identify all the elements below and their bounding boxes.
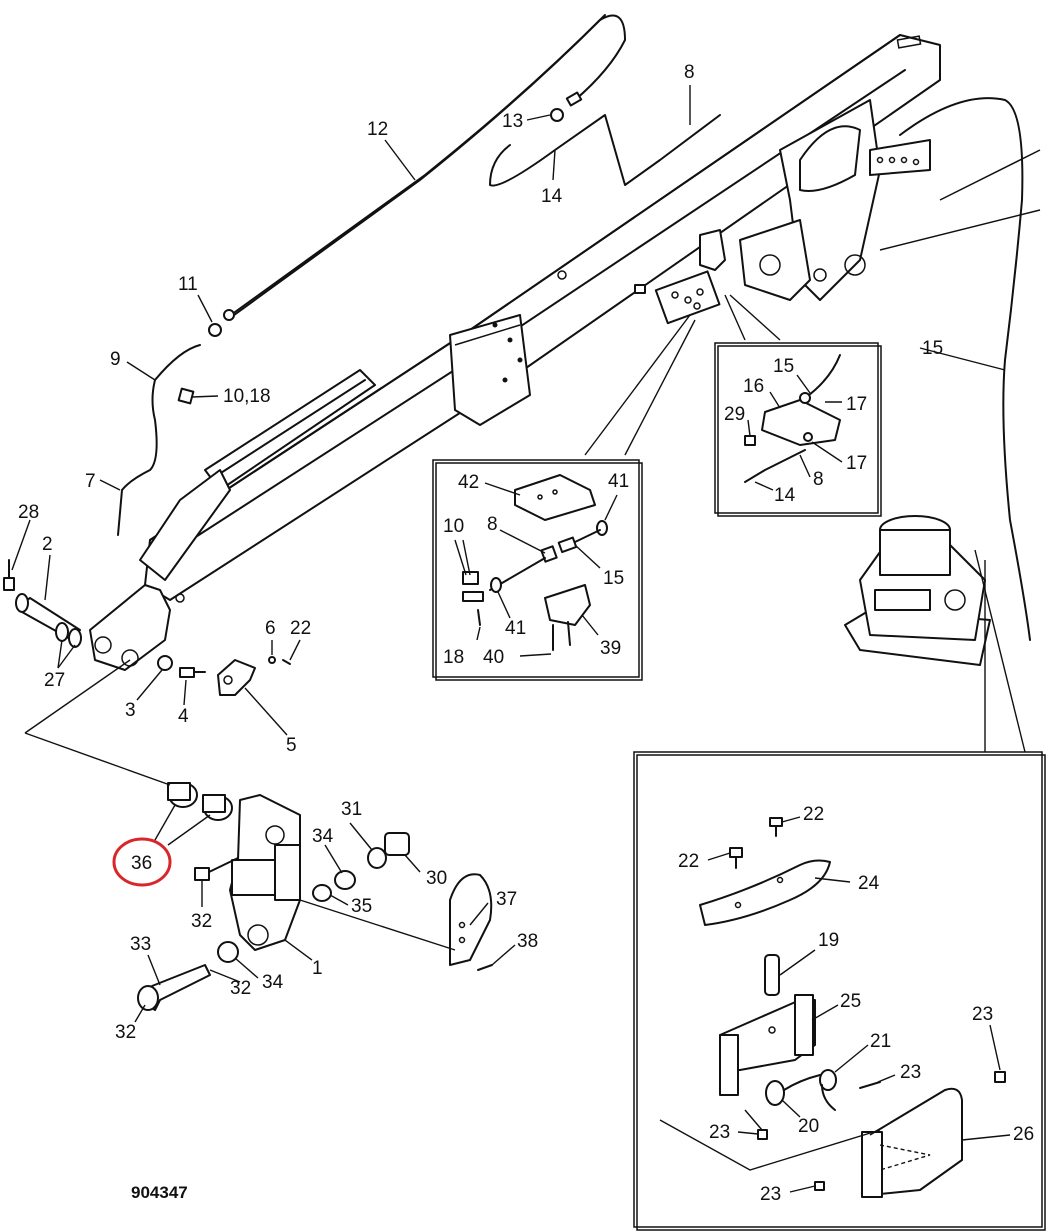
callout-41a: 41 (608, 471, 629, 492)
cable-15 (899, 97, 1031, 641)
line-14 (489, 114, 721, 187)
callout-35: 35 (351, 896, 372, 917)
screw-22 (282, 659, 291, 665)
nut-11 (208, 309, 235, 337)
bracket-5 (217, 659, 256, 696)
washer-3 (157, 655, 173, 671)
callout-6: 6 (265, 618, 276, 639)
callout-8-connector: 8 (487, 514, 498, 535)
callout-17b: 17 (846, 453, 867, 474)
callout-32c: 32 (115, 1022, 136, 1043)
callout-41b: 41 (505, 618, 526, 639)
callout-20: 20 (798, 1116, 819, 1137)
callout-25: 25 (840, 991, 861, 1012)
highlight-circle (112, 837, 172, 887)
callout-8: 8 (684, 62, 695, 83)
callout-17a: 17 (846, 394, 867, 415)
callout-38: 38 (517, 931, 538, 952)
bolt-4 (179, 667, 206, 678)
leader-lines (11, 85, 1011, 1193)
callout-34b: 34 (262, 972, 284, 993)
callout-30: 30 (426, 868, 447, 889)
callout-37: 37 (496, 889, 517, 910)
callout-15-sensor: 15 (773, 356, 794, 377)
callout-labels: 12 13 14 8 11 9 10,18 7 28 2 27 3 4 5 6 … (18, 62, 1034, 1205)
turret-base (844, 515, 1026, 753)
callout-1: 1 (312, 958, 323, 979)
callout-31: 31 (341, 799, 362, 820)
boom-assembly (89, 34, 941, 671)
callout-36: 36 (131, 853, 152, 874)
callout-3: 3 (125, 700, 136, 721)
callout-22-boom: 22 (290, 618, 311, 639)
callout-28: 28 (18, 502, 39, 523)
callout-32b: 32 (230, 978, 251, 999)
callout-14: 14 (541, 186, 563, 207)
callout-23c: 23 (709, 1122, 730, 1143)
boom-end-assembly (24, 659, 493, 1011)
callout-22a: 22 (803, 804, 824, 825)
callout-34a: 34 (312, 826, 334, 847)
wire-9 (117, 344, 201, 536)
washer-27b (68, 628, 82, 648)
callout-10: 10 (443, 516, 464, 537)
nut-6 (268, 656, 276, 664)
callout-26: 26 (1013, 1124, 1034, 1145)
callout-27: 27 (44, 670, 65, 691)
inset-connector-bracket (432, 314, 696, 681)
nut-10-18 (177, 387, 195, 405)
callout-23b: 23 (900, 1062, 921, 1083)
callout-4: 4 (178, 706, 189, 727)
callout-5: 5 (286, 735, 297, 756)
bolt-28 (3, 559, 15, 591)
callout-40: 40 (483, 647, 504, 668)
callout-13: 13 (502, 111, 523, 132)
callout-9: 9 (110, 349, 121, 370)
diagram-number: 904347 (131, 1183, 188, 1202)
callout-18: 18 (443, 647, 464, 668)
nut-13 (550, 91, 583, 122)
callout-39: 39 (600, 638, 621, 659)
callout-14-sensor: 14 (774, 485, 796, 506)
callout-2: 2 (42, 534, 53, 555)
callout-12: 12 (367, 119, 388, 140)
washer-27a (55, 622, 69, 642)
callout-7: 7 (85, 471, 96, 492)
callout-21: 21 (870, 1031, 891, 1052)
callout-23d: 23 (760, 1184, 781, 1205)
callout-8-sensor: 8 (813, 469, 824, 490)
callout-10-18: 10,18 (223, 386, 271, 407)
callout-22b: 22 (678, 851, 699, 872)
callout-24: 24 (858, 873, 880, 894)
callout-33: 33 (130, 934, 151, 955)
callout-29: 29 (724, 404, 745, 425)
inset-counterweight (633, 751, 1046, 1231)
callout-15-connector: 15 (603, 568, 624, 589)
callout-42: 42 (458, 472, 479, 493)
callout-23a: 23 (972, 1004, 993, 1025)
callout-19: 19 (818, 930, 839, 951)
inset-sensor-box (714, 294, 882, 517)
callout-15-right: 15 (922, 338, 943, 359)
callout-11: 11 (178, 274, 198, 295)
callout-16: 16 (743, 376, 764, 397)
callout-32a: 32 (191, 911, 212, 932)
